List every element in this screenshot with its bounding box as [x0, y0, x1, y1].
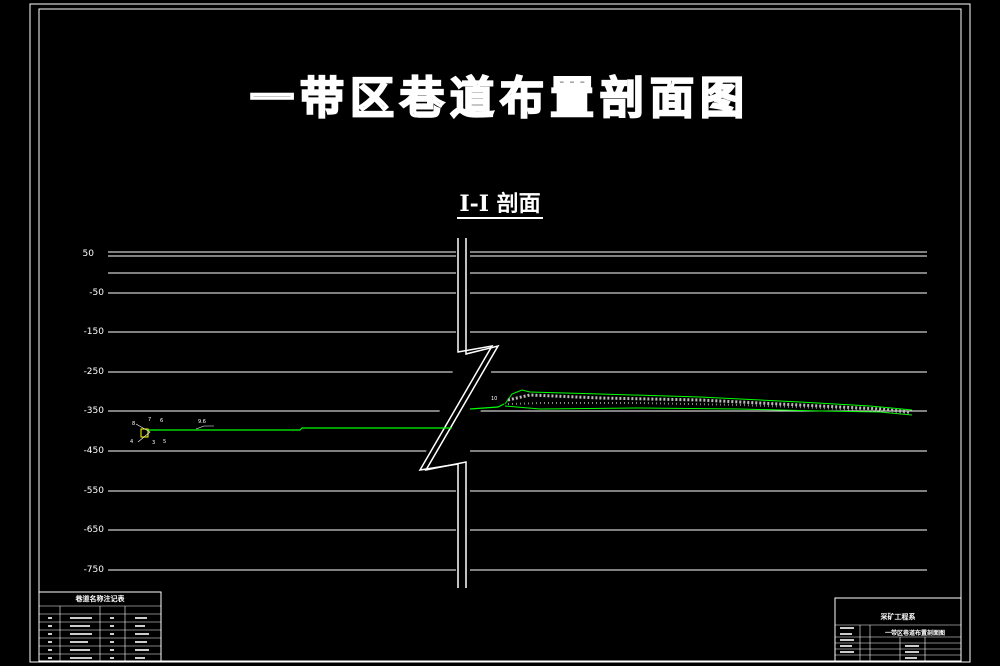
roadway-left-upper	[195, 425, 214, 430]
roadway-left	[148, 427, 452, 431]
roadway-right-upper	[504, 389, 913, 411]
elevation-label: -350	[83, 406, 104, 416]
leader-lines-left	[135, 423, 151, 443]
roadway-right-bottom	[469, 403, 505, 410]
outer-border	[29, 3, 971, 663]
coal-hatch-2	[507, 402, 911, 415]
title-block-frame	[834, 597, 962, 663]
roadway-label: 9.6	[198, 419, 206, 425]
coal-hatch-1	[507, 393, 911, 414]
elevation-label: -450	[83, 446, 104, 456]
title-block-company: 采矿工程系	[880, 613, 916, 621]
annotation-number: 6	[160, 418, 164, 424]
section-title: I-I 剖面	[0, 186, 1000, 219]
elevation-label: -250	[83, 367, 104, 377]
title-block-drawing-name: 一带区巷道布置剖面图	[884, 630, 945, 637]
elevation-label: -750	[83, 565, 104, 575]
legend-table: 巷道名称注记表	[39, 592, 161, 662]
annotation-number: 3	[152, 440, 156, 446]
roadway-label-right: 10	[491, 396, 498, 402]
elevation-label: -50	[89, 288, 104, 298]
elevation-label: -650	[83, 525, 104, 535]
annotation-number: 8	[132, 421, 136, 427]
section-title-text: I-I 剖面	[457, 191, 543, 219]
annotation-number: 4	[130, 439, 134, 445]
shaft-right-wall	[424, 238, 500, 588]
legend-table-title: 巷道名称注记表	[75, 595, 125, 603]
shaft-left-wall	[418, 238, 494, 588]
elevation-label: -150	[83, 327, 104, 337]
annotation-number: 7	[148, 417, 152, 423]
main-title: 一带区巷道布置剖面图	[249, 72, 750, 125]
elevation-label: -550	[83, 486, 104, 496]
annotation-number: 5	[163, 439, 167, 445]
inner-border	[38, 8, 962, 662]
elevation-label: 50	[82, 249, 94, 259]
